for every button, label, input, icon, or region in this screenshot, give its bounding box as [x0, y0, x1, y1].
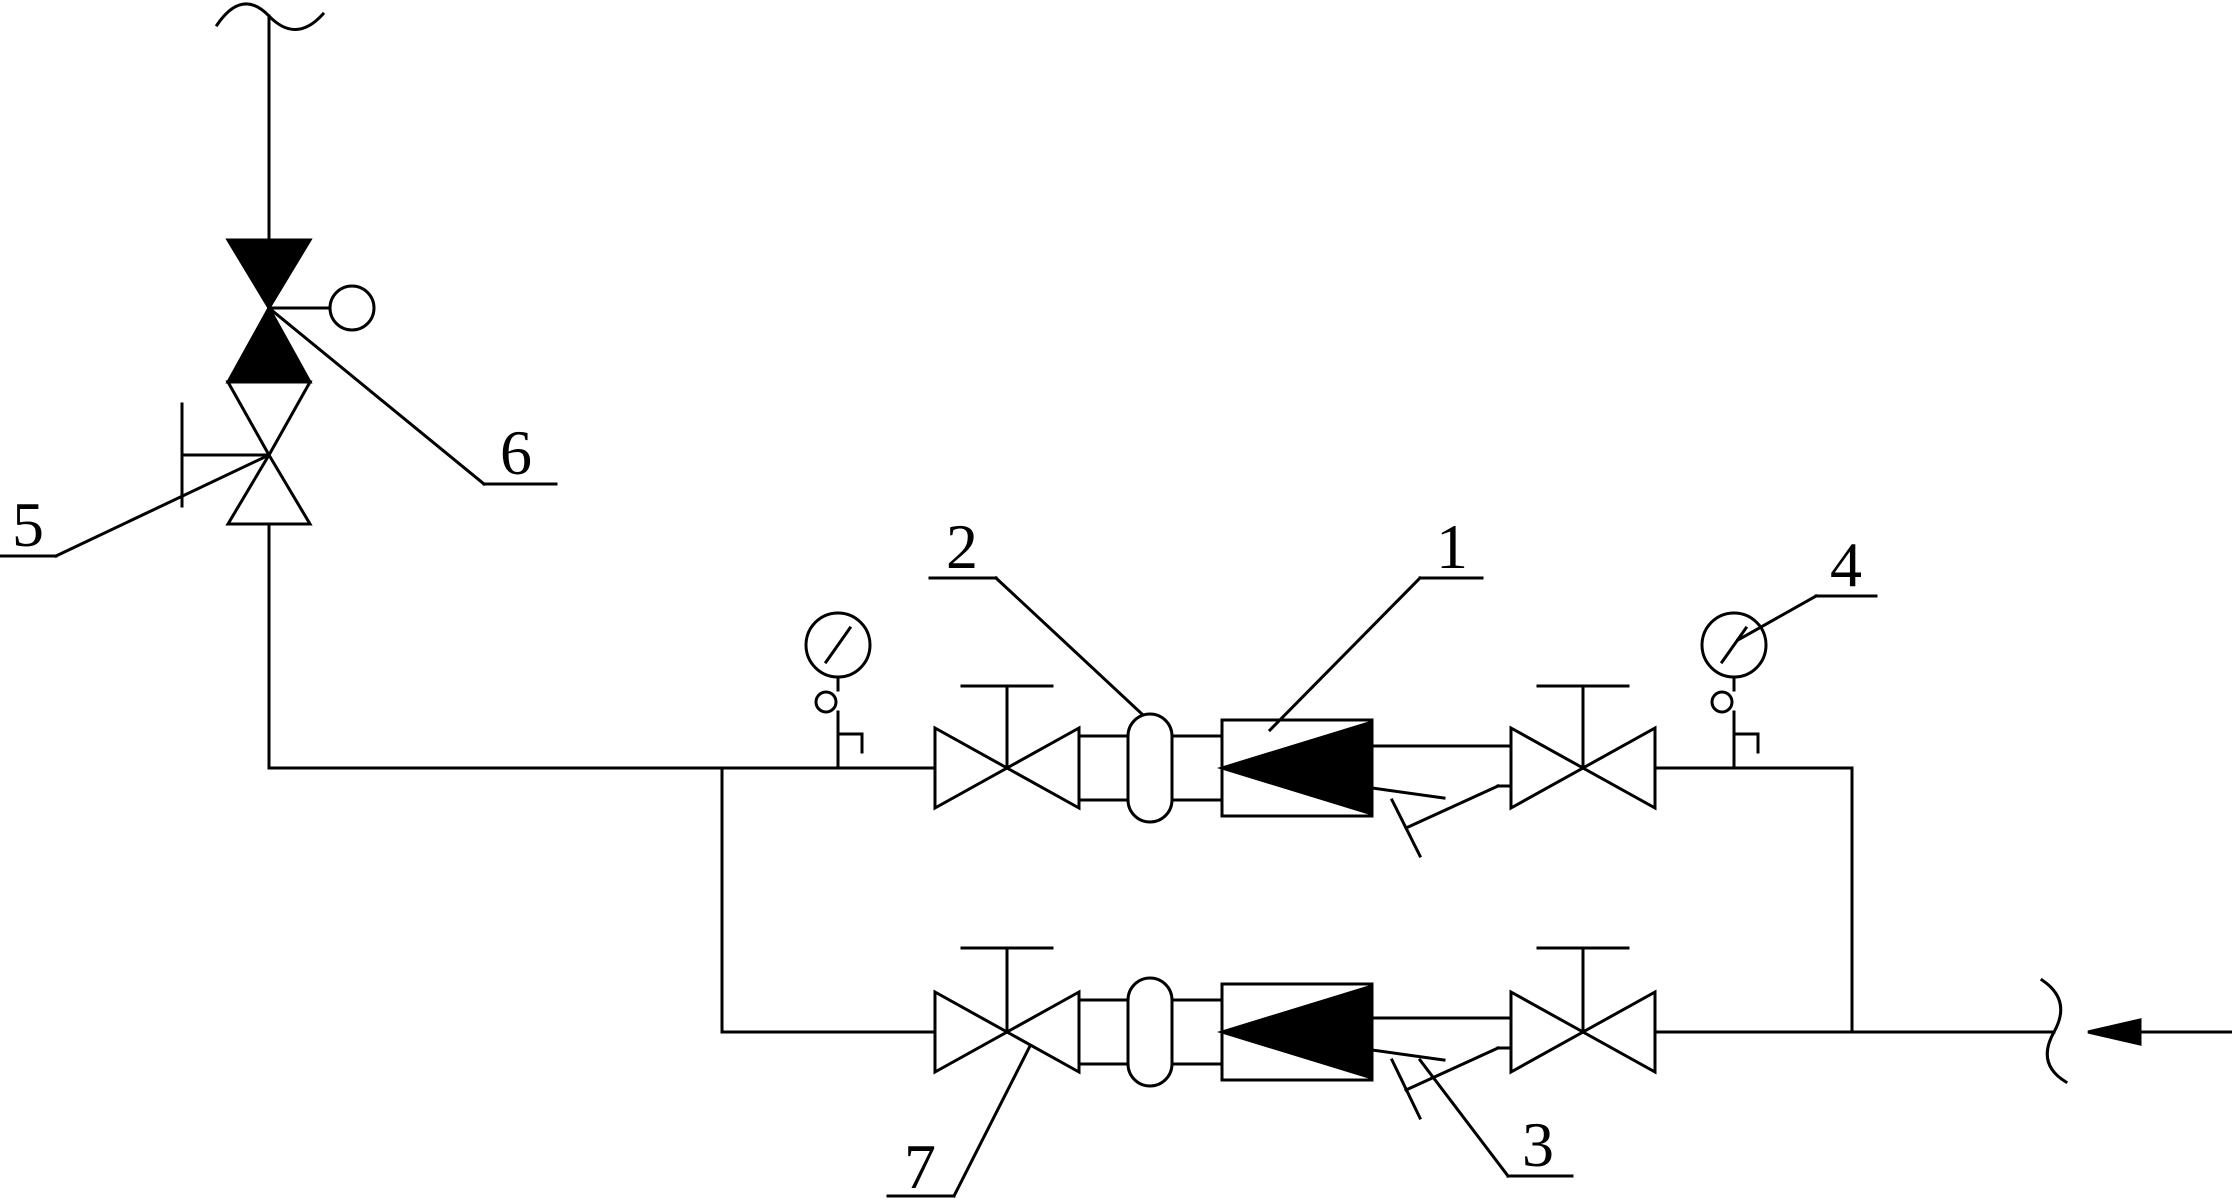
isolation-valve-upper-right: [1509, 684, 1657, 811]
drain-tap-3: [1370, 1046, 1513, 1121]
label-4: 4: [1830, 529, 1862, 600]
label-7: 7: [904, 1131, 936, 1200]
flow-meter-1: [1216, 718, 1374, 818]
upper-branch: [933, 684, 1657, 859]
label-3: 3: [1522, 1109, 1554, 1180]
strainer-2: [1126, 712, 1224, 824]
flow-meter-lower: [1216, 982, 1374, 1082]
isolation-valve-lower-right: [1509, 946, 1657, 1075]
label-1: 1: [1436, 511, 1468, 582]
lower-branch: [933, 946, 1657, 1121]
pressure-gauge-left: [804, 611, 872, 770]
gate-valve-5: [180, 380, 313, 526]
control-valve-6: [225, 238, 376, 384]
strainer-lower: [1126, 976, 1224, 1088]
leader-lines: [0, 305, 1878, 1199]
label-6: 6: [500, 417, 532, 488]
label-5: 5: [12, 489, 44, 560]
flow-direction-arrow: [2087, 1018, 2232, 1046]
label-2: 2: [946, 511, 978, 582]
isolation-valve-upper-left: [933, 684, 1081, 811]
drain-tap-upper: [1370, 784, 1513, 859]
pipework: [214, 2, 2232, 1085]
isolation-valve-7: [933, 946, 1081, 1075]
pressure-gauge-4: [1700, 611, 1768, 770]
pipe-break-inlet: [2039, 977, 2069, 1085]
